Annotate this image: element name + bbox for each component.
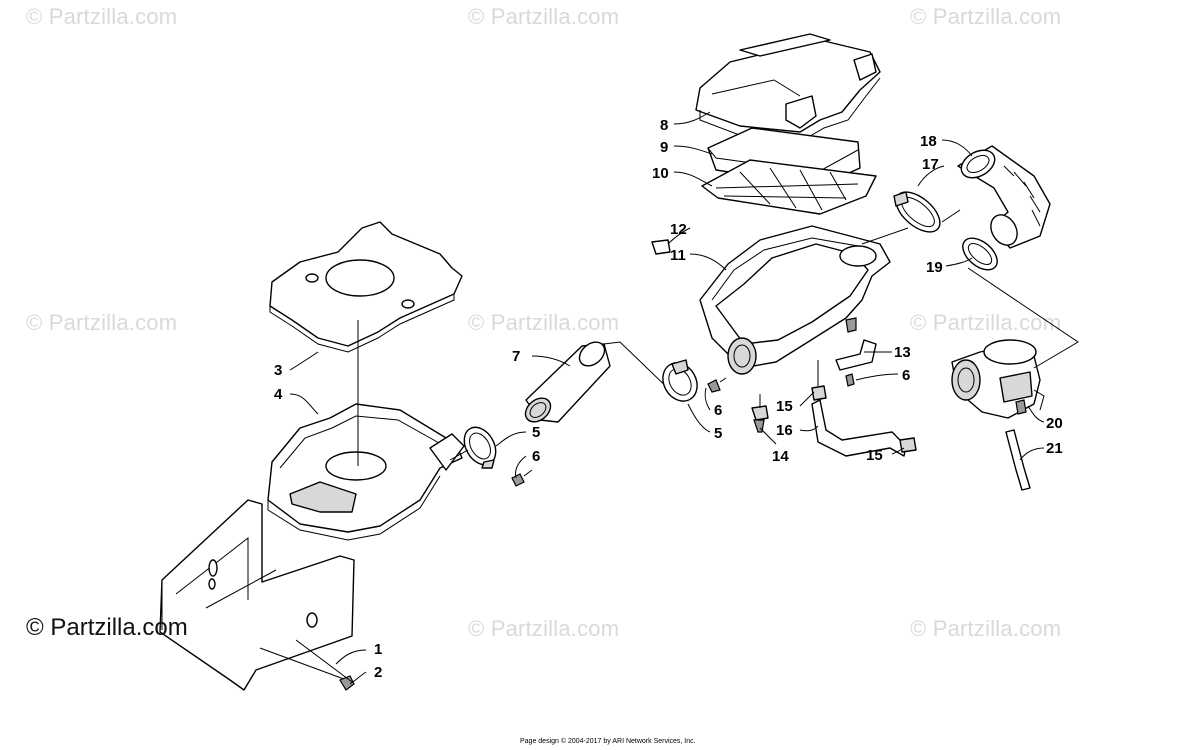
part-18-intake-boot [941, 145, 1051, 249]
watermark: © Partzilla.com [468, 616, 620, 641]
callout-15-lower: 15 [866, 447, 883, 464]
callout-9: 9 [660, 139, 668, 156]
callout-21: 21 [1046, 440, 1063, 457]
footer-credit: Page design © 2004-2017 by ARI Network S… [520, 738, 696, 745]
callout-14: 14 [772, 448, 789, 465]
callout-12: 12 [670, 221, 687, 238]
part-5-clamp-left [463, 426, 497, 469]
callout-5-middle: 5 [714, 425, 722, 442]
part-15-clip-upper [811, 385, 827, 401]
callout-17: 17 [922, 156, 939, 173]
callout-15-upper: 15 [776, 398, 793, 415]
callout-6-left: 6 [532, 448, 540, 465]
watermark: © Partzilla.com [468, 4, 620, 29]
watermark: © Partzilla.com [26, 4, 178, 29]
watermark: © Partzilla.com [26, 310, 178, 335]
watermark-main: © Partzilla.com [26, 614, 188, 641]
part-7-intake-tube [524, 341, 677, 423]
watermark: © Partzilla.com [910, 616, 1062, 641]
part-17-clamp [893, 191, 941, 233]
assembly-lines [295, 227, 1079, 683]
part-15-clip-lower [899, 437, 917, 453]
callout-leaders [289, 111, 1045, 685]
callout-5-left: 5 [532, 424, 540, 441]
callout-11: 11 [670, 247, 686, 264]
part-12-clip [651, 239, 671, 255]
callout-6-middle: 6 [714, 402, 722, 419]
callout-1: 1 [374, 641, 382, 658]
part-19-clamp [962, 237, 998, 271]
part-3-plate [269, 221, 463, 353]
callout-19: 19 [926, 259, 943, 276]
callout-7: 7 [512, 348, 520, 365]
callout-13: 13 [894, 344, 911, 361]
part-16-hose [811, 399, 907, 457]
part-2-screw [339, 675, 355, 691]
callout-16: 16 [776, 422, 793, 439]
part-4-lower-tray [267, 320, 465, 541]
part-10-filter-grid [701, 159, 877, 215]
part-21-hose [1005, 429, 1031, 491]
part-13-bracket [835, 339, 877, 371]
part-20-carburetor [951, 339, 1045, 419]
part-8-airbox-lid [695, 33, 881, 143]
part-6-screw-left [511, 469, 533, 487]
part-1-bracket [159, 499, 355, 691]
callout-2: 2 [374, 664, 382, 681]
callout-8: 8 [660, 117, 668, 134]
callout-10: 10 [652, 165, 669, 182]
watermark: © Partzilla.com [910, 4, 1062, 29]
callout-3: 3 [274, 362, 282, 379]
part-6-screw-right [845, 373, 855, 387]
part-11-airbox-base [699, 225, 891, 375]
callout-6-right: 6 [902, 367, 910, 384]
part-5-clamp-middle [662, 359, 698, 402]
callout-4: 4 [274, 386, 283, 403]
part-6-screw-middle [707, 377, 727, 393]
callout-20: 20 [1046, 415, 1063, 432]
callout-labels: 1 2 3 4 5 6 7 8 9 10 11 12 13 6 6 5 14 1… [274, 117, 1063, 681]
watermark: © Partzilla.com [468, 310, 620, 335]
callout-18: 18 [920, 133, 937, 150]
